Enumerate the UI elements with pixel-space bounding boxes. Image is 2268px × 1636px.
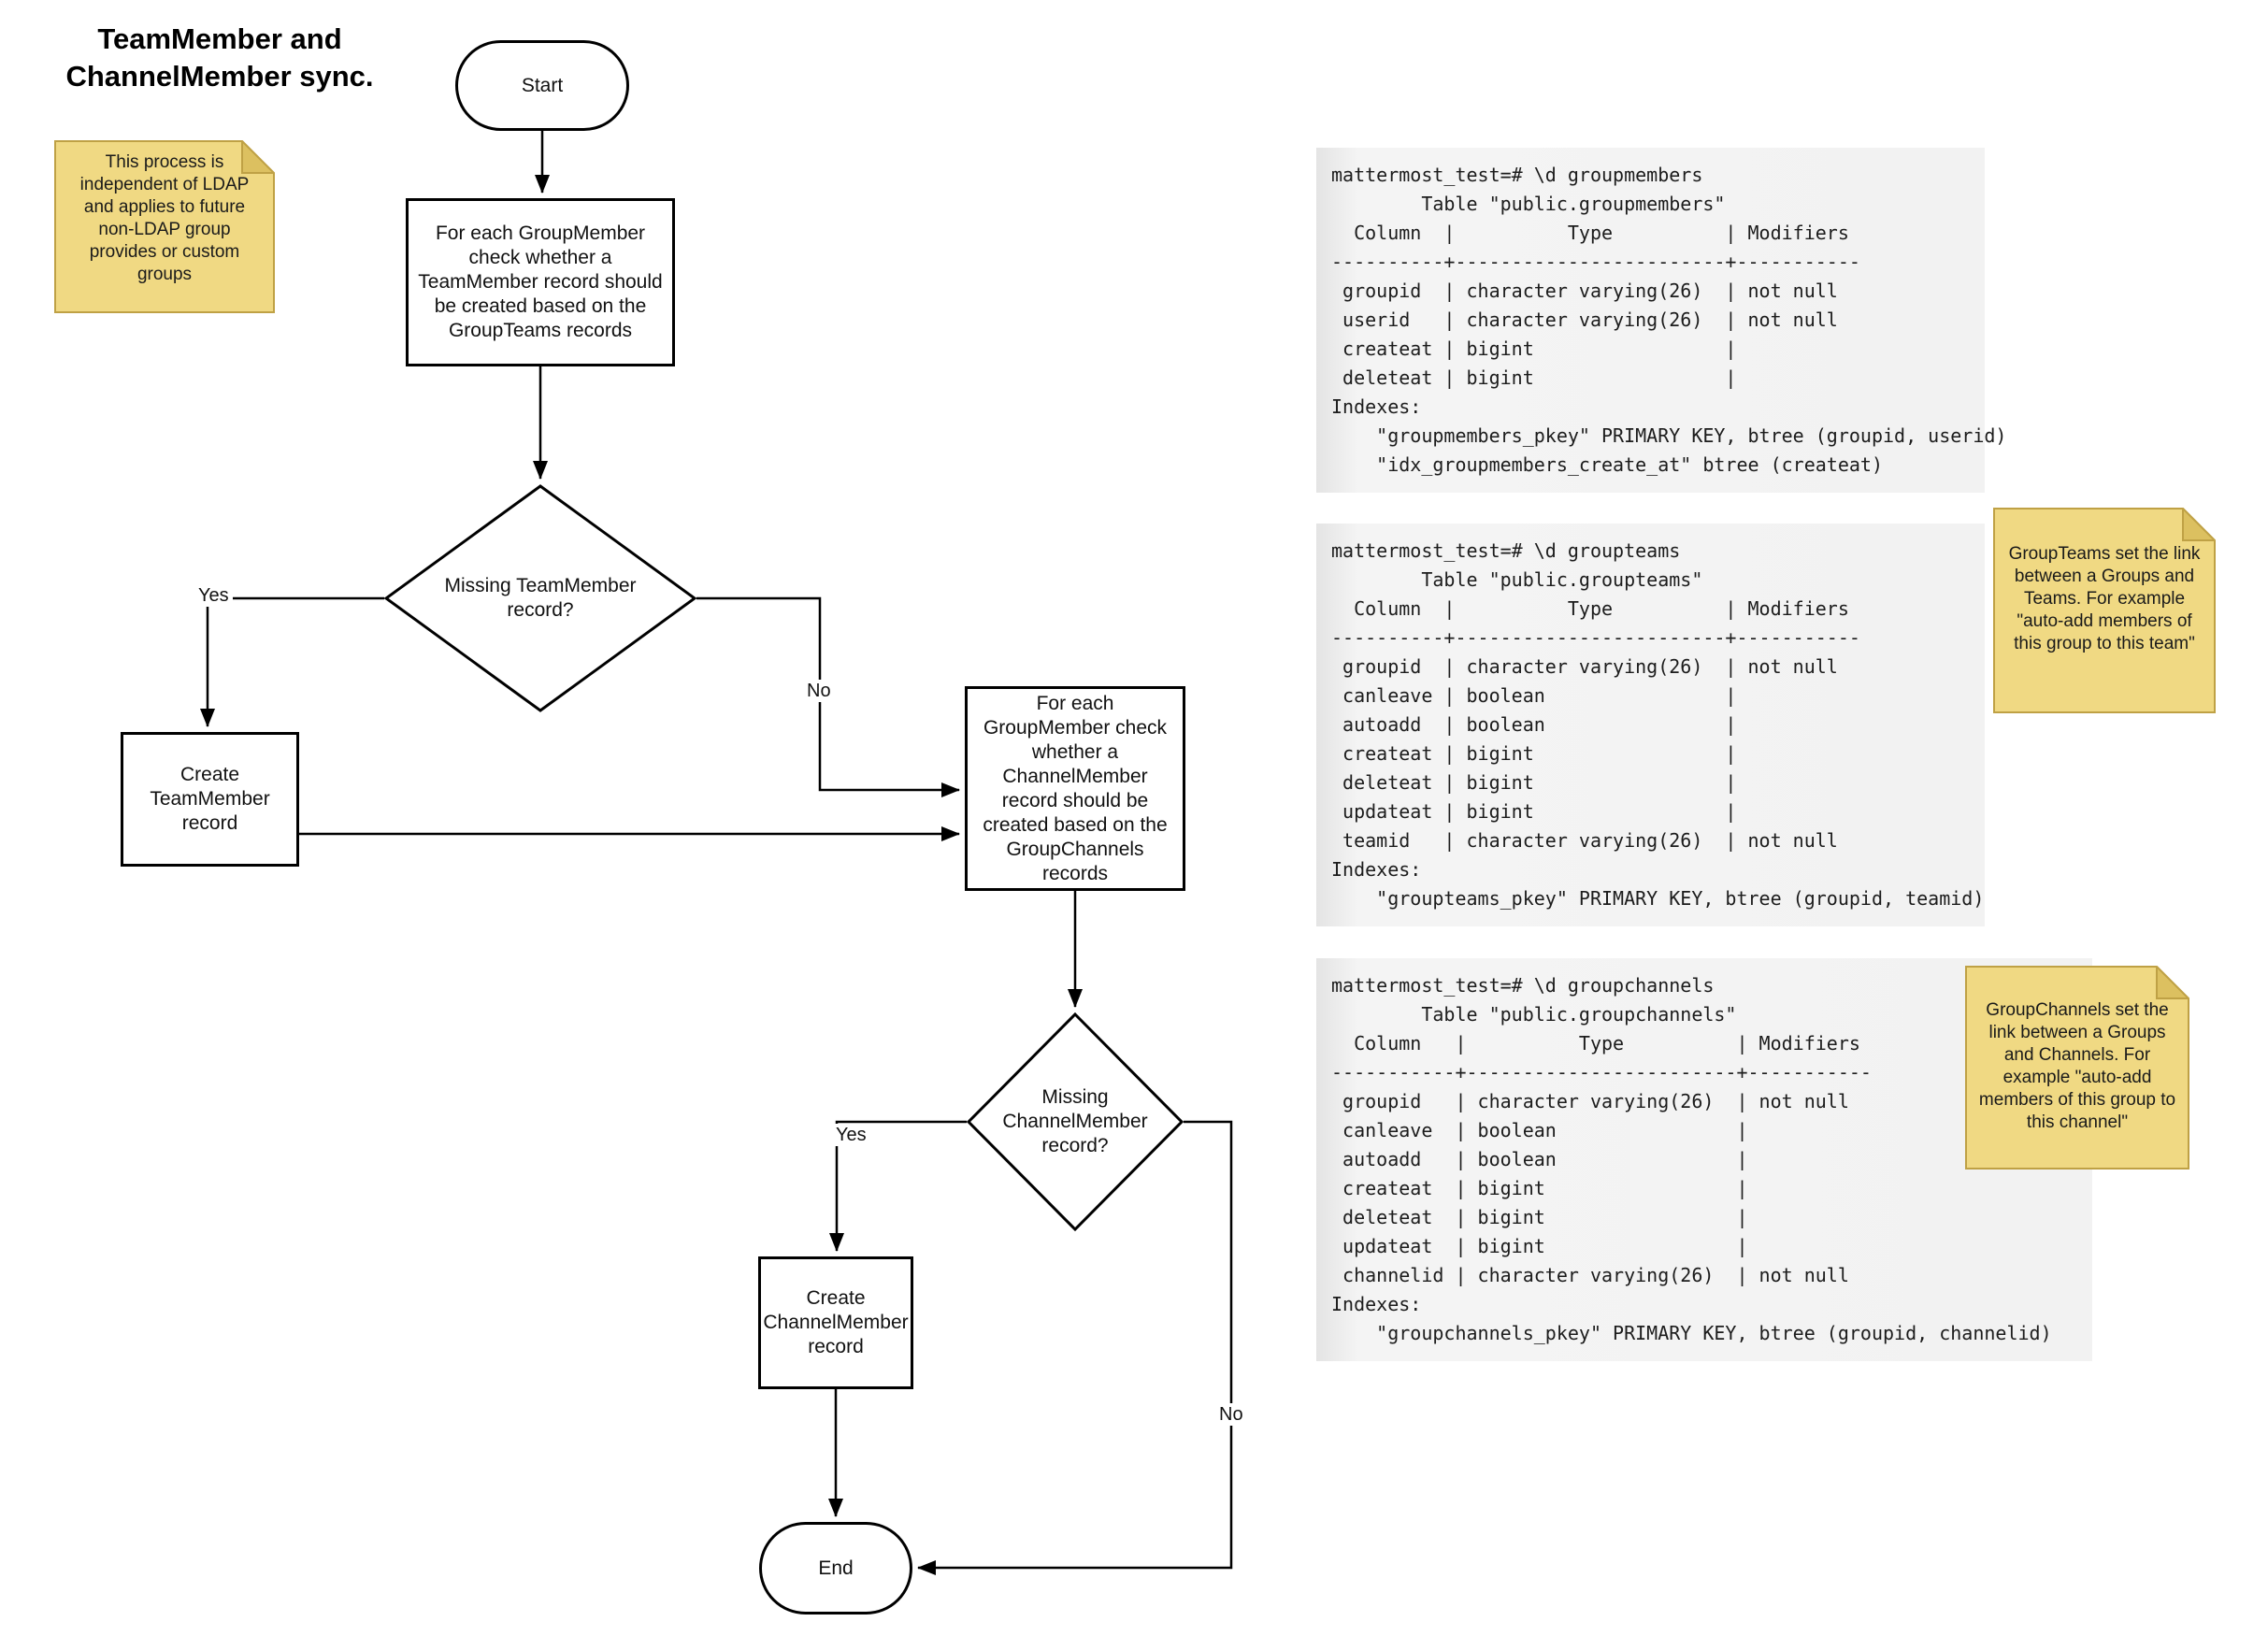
sticky-note-text: This process is independent of LDAP and … [79, 152, 250, 284]
edge-decision1-yes-to-create-team [200, 596, 384, 727]
note-fold-icon [241, 140, 275, 174]
sticky-note-text: GroupChannels set the link between a Gro… [1978, 1000, 2176, 1132]
decision2-diamond-shape [967, 1012, 1184, 1231]
psql-groupteams-block: mattermost_test=# \d groupteams Table "p… [1316, 524, 1985, 926]
sticky-note-shape [1965, 966, 2189, 1170]
flow-create-channel-node[interactable]: Create ChannelMember record [758, 1256, 913, 1389]
flow-create-team-node[interactable]: Create TeamMember record [121, 732, 299, 867]
flow-decision1-node[interactable]: Missing TeamMember record? [384, 484, 696, 712]
psql-groupmembers-block: mattermost_test=# \d groupmembers Table … [1316, 148, 2007, 493]
flow-end-node[interactable]: End [759, 1522, 912, 1614]
edge-label-yes2: Yes [832, 1124, 870, 1146]
flow-end-label: End [818, 1557, 854, 1579]
flow-create-team-label: Create TeamMember record [150, 764, 270, 834]
psql-groupchannels-block: mattermost_test=# \d groupchannels Table… [1316, 958, 2092, 1361]
edge-label-yes1: Yes [194, 584, 233, 607]
sticky-note-shape [54, 140, 275, 313]
psql-groupchannels-text: mattermost_test=# \d groupchannels Table… [1331, 974, 2052, 1344]
flow-decision1-label: Missing TeamMember record? [444, 575, 637, 621]
edge-decision2-yes-to-create-channel [829, 1120, 967, 1252]
diagram-title: TeamMember and ChannelMember sync. [65, 22, 374, 93]
flow-create-channel-label: Create ChannelMember record [763, 1287, 909, 1357]
edge-decision2-no-to-end [917, 1120, 1233, 1575]
decision1-diamond-shape [384, 484, 696, 712]
flow-process2-node[interactable]: For each GroupMember check whether a Cha… [965, 686, 1185, 891]
sticky-note-groupteams[interactable]: GroupTeams set the link between a Groups… [1993, 508, 2216, 713]
flow-process1-node[interactable]: For each GroupMember check whether a Tea… [406, 198, 675, 366]
flow-decision2-label: Missing ChannelMember record? [1002, 1086, 1148, 1156]
sticky-note-text: GroupTeams set the link between a Groups… [2008, 544, 2201, 653]
psql-groupmembers-text: mattermost_test=# \d groupmembers Table … [1331, 164, 2007, 476]
sticky-note-ldap[interactable]: This process is independent of LDAP and … [54, 140, 275, 313]
flow-decision2-node[interactable]: Missing ChannelMember record? [967, 1012, 1184, 1231]
psql-groupteams-text: mattermost_test=# \d groupteams Table "p… [1331, 539, 1985, 910]
edge-label-no2: No [1215, 1403, 1247, 1426]
flow-start-label: Start [521, 74, 564, 96]
flow-process1-label: For each GroupMember check whether a Tea… [418, 222, 663, 341]
sticky-note-shape [1993, 508, 2216, 713]
flow-process2-label: For each GroupMember check whether a Cha… [983, 692, 1168, 884]
edge-label-no1: No [803, 680, 835, 702]
note-fold-icon [2156, 966, 2189, 999]
sticky-note-groupchannels[interactable]: GroupChannels set the link between a Gro… [1965, 966, 2189, 1170]
note-fold-icon [2182, 508, 2216, 541]
flow-start-node[interactable]: Start [455, 40, 629, 131]
